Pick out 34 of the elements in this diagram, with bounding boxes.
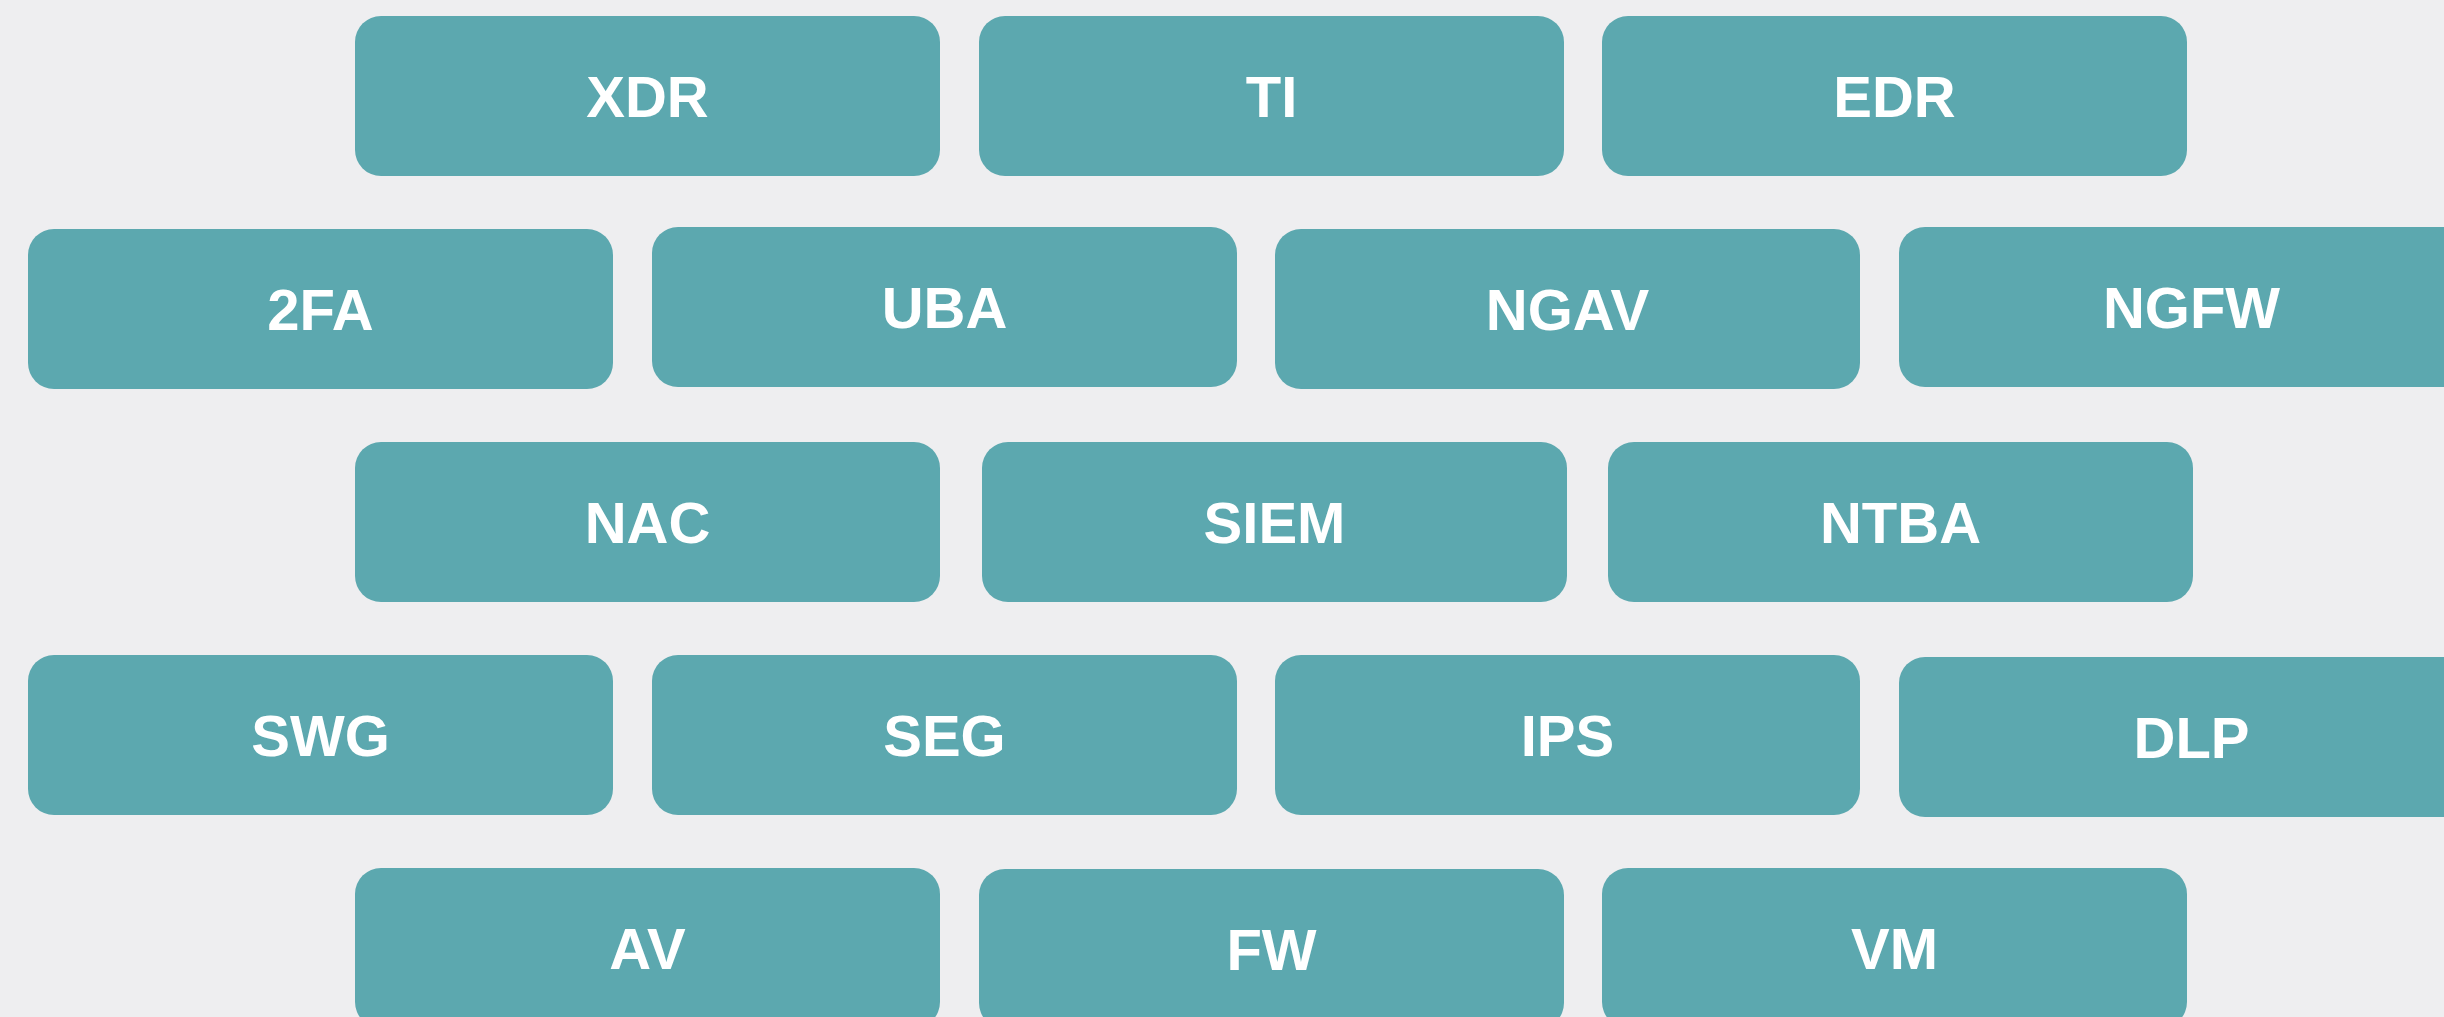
category-box bbox=[355, 868, 940, 1017]
category-box bbox=[652, 655, 1237, 815]
box-label: NTBA bbox=[1819, 488, 1982, 556]
category-box bbox=[1275, 229, 1860, 389]
box-label: EDR bbox=[1833, 62, 1956, 130]
box-label: VM bbox=[1851, 914, 1938, 982]
box-label: XDR bbox=[586, 62, 709, 130]
box-label: FW bbox=[1226, 915, 1317, 983]
category-box bbox=[1899, 657, 2444, 817]
category-box bbox=[1275, 655, 1860, 815]
box-label: IPS bbox=[1520, 701, 1615, 769]
category-box bbox=[982, 442, 1567, 602]
category-box bbox=[652, 227, 1237, 387]
box-label: SIEM bbox=[1203, 488, 1346, 556]
box-label: 2FA bbox=[267, 275, 374, 343]
box-label: DLP bbox=[2133, 703, 2250, 771]
category-box bbox=[28, 655, 613, 815]
category-box bbox=[979, 869, 1564, 1017]
category-box bbox=[28, 229, 613, 389]
box-label: AV bbox=[609, 914, 686, 982]
category-box bbox=[1602, 16, 2187, 176]
category-box bbox=[355, 442, 940, 602]
box-label: SEG bbox=[883, 701, 1006, 769]
category-box bbox=[1602, 868, 2187, 1017]
box-label: SWG bbox=[251, 701, 390, 769]
box-label: TI bbox=[1245, 62, 1298, 130]
box-label: NAC bbox=[584, 488, 711, 556]
category-box bbox=[355, 16, 940, 176]
box-label: NGAV bbox=[1485, 275, 1650, 343]
box-label: UBA bbox=[881, 273, 1008, 341]
category-box bbox=[979, 16, 1564, 176]
box-label: NGFW bbox=[2102, 273, 2281, 341]
category-box bbox=[1899, 227, 2444, 387]
category-box bbox=[1608, 442, 2193, 602]
